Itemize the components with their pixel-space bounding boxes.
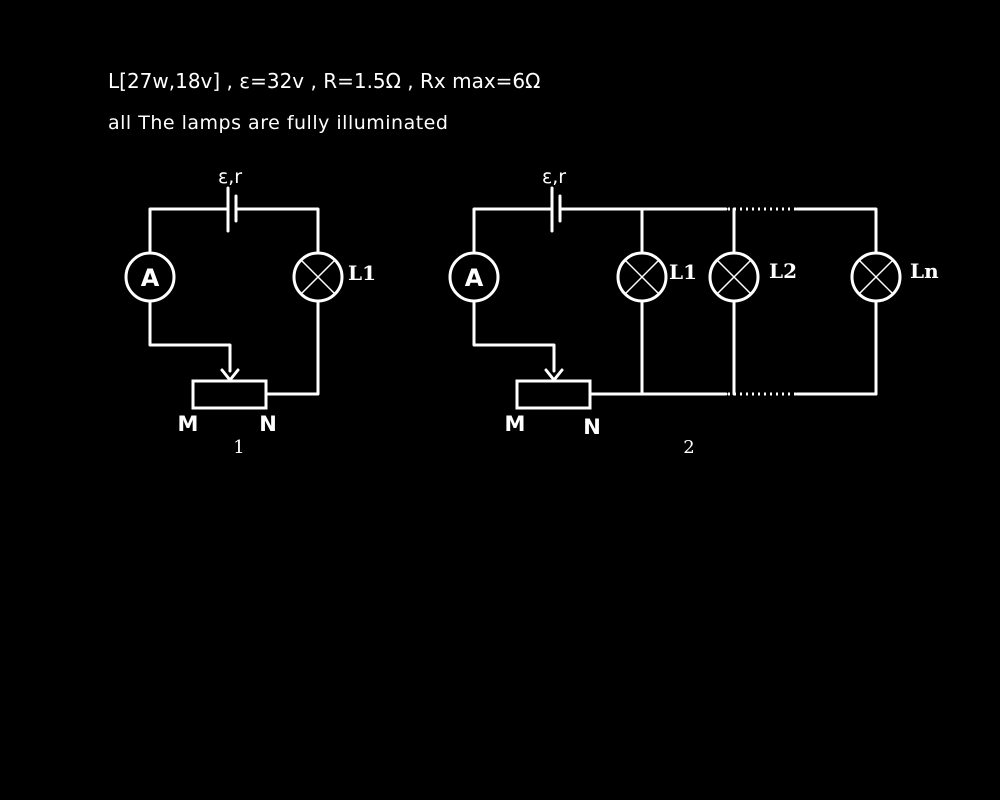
wire-top-right — [234, 207, 320, 255]
lamp-l1 — [292, 251, 344, 303]
wire-lamp-to-rheostat — [264, 299, 320, 396]
rheostat-end-m: M — [505, 412, 526, 436]
rheostat — [515, 379, 592, 410]
circuit-2: ε,r A L1 L2 Ln M N 2 — [448, 166, 939, 458]
ammeter-label: A — [141, 264, 160, 292]
figure-number-1: 1 — [233, 437, 244, 458]
wire-ammeter-to-slider — [148, 300, 232, 373]
wire-top-left — [472, 207, 554, 254]
figure-number-2: 2 — [683, 437, 694, 458]
wire-ammeter-to-slider — [472, 300, 556, 373]
ammeter — [124, 251, 176, 303]
rheostat — [191, 379, 268, 410]
lamp-l1-label: L1 — [669, 260, 697, 284]
rheostat-slider-arrow — [220, 368, 240, 382]
problem-given-values: L[27w,18v] , ε=32v , R=1.5Ω , Rx max=6Ω — [108, 69, 540, 93]
lamp-ln — [850, 251, 902, 303]
rheostat-slider-arrow — [544, 368, 564, 382]
lamp-l1 — [616, 251, 668, 303]
ammeter-label: A — [465, 264, 484, 292]
lamp-ln-label: Ln — [910, 259, 939, 283]
rheostat-end-m: M — [178, 412, 199, 436]
source-label: ε,r — [218, 166, 242, 188]
wire-top-left — [148, 207, 230, 254]
lamp-l2-label: L2 — [769, 259, 797, 283]
circuit-1: ε,r A L1 M N 1 — [124, 166, 376, 458]
problem-condition: all The lamps are fully illuminated — [108, 112, 448, 134]
lamp-l2 — [708, 251, 760, 303]
wire-top-right — [795, 207, 878, 255]
source-label: ε,r — [542, 166, 566, 188]
ammeter — [448, 251, 500, 303]
lamp-l1-label: L1 — [348, 261, 376, 285]
rheostat-end-n: N — [583, 415, 601, 439]
rheostat-end-n: N — [259, 412, 277, 436]
